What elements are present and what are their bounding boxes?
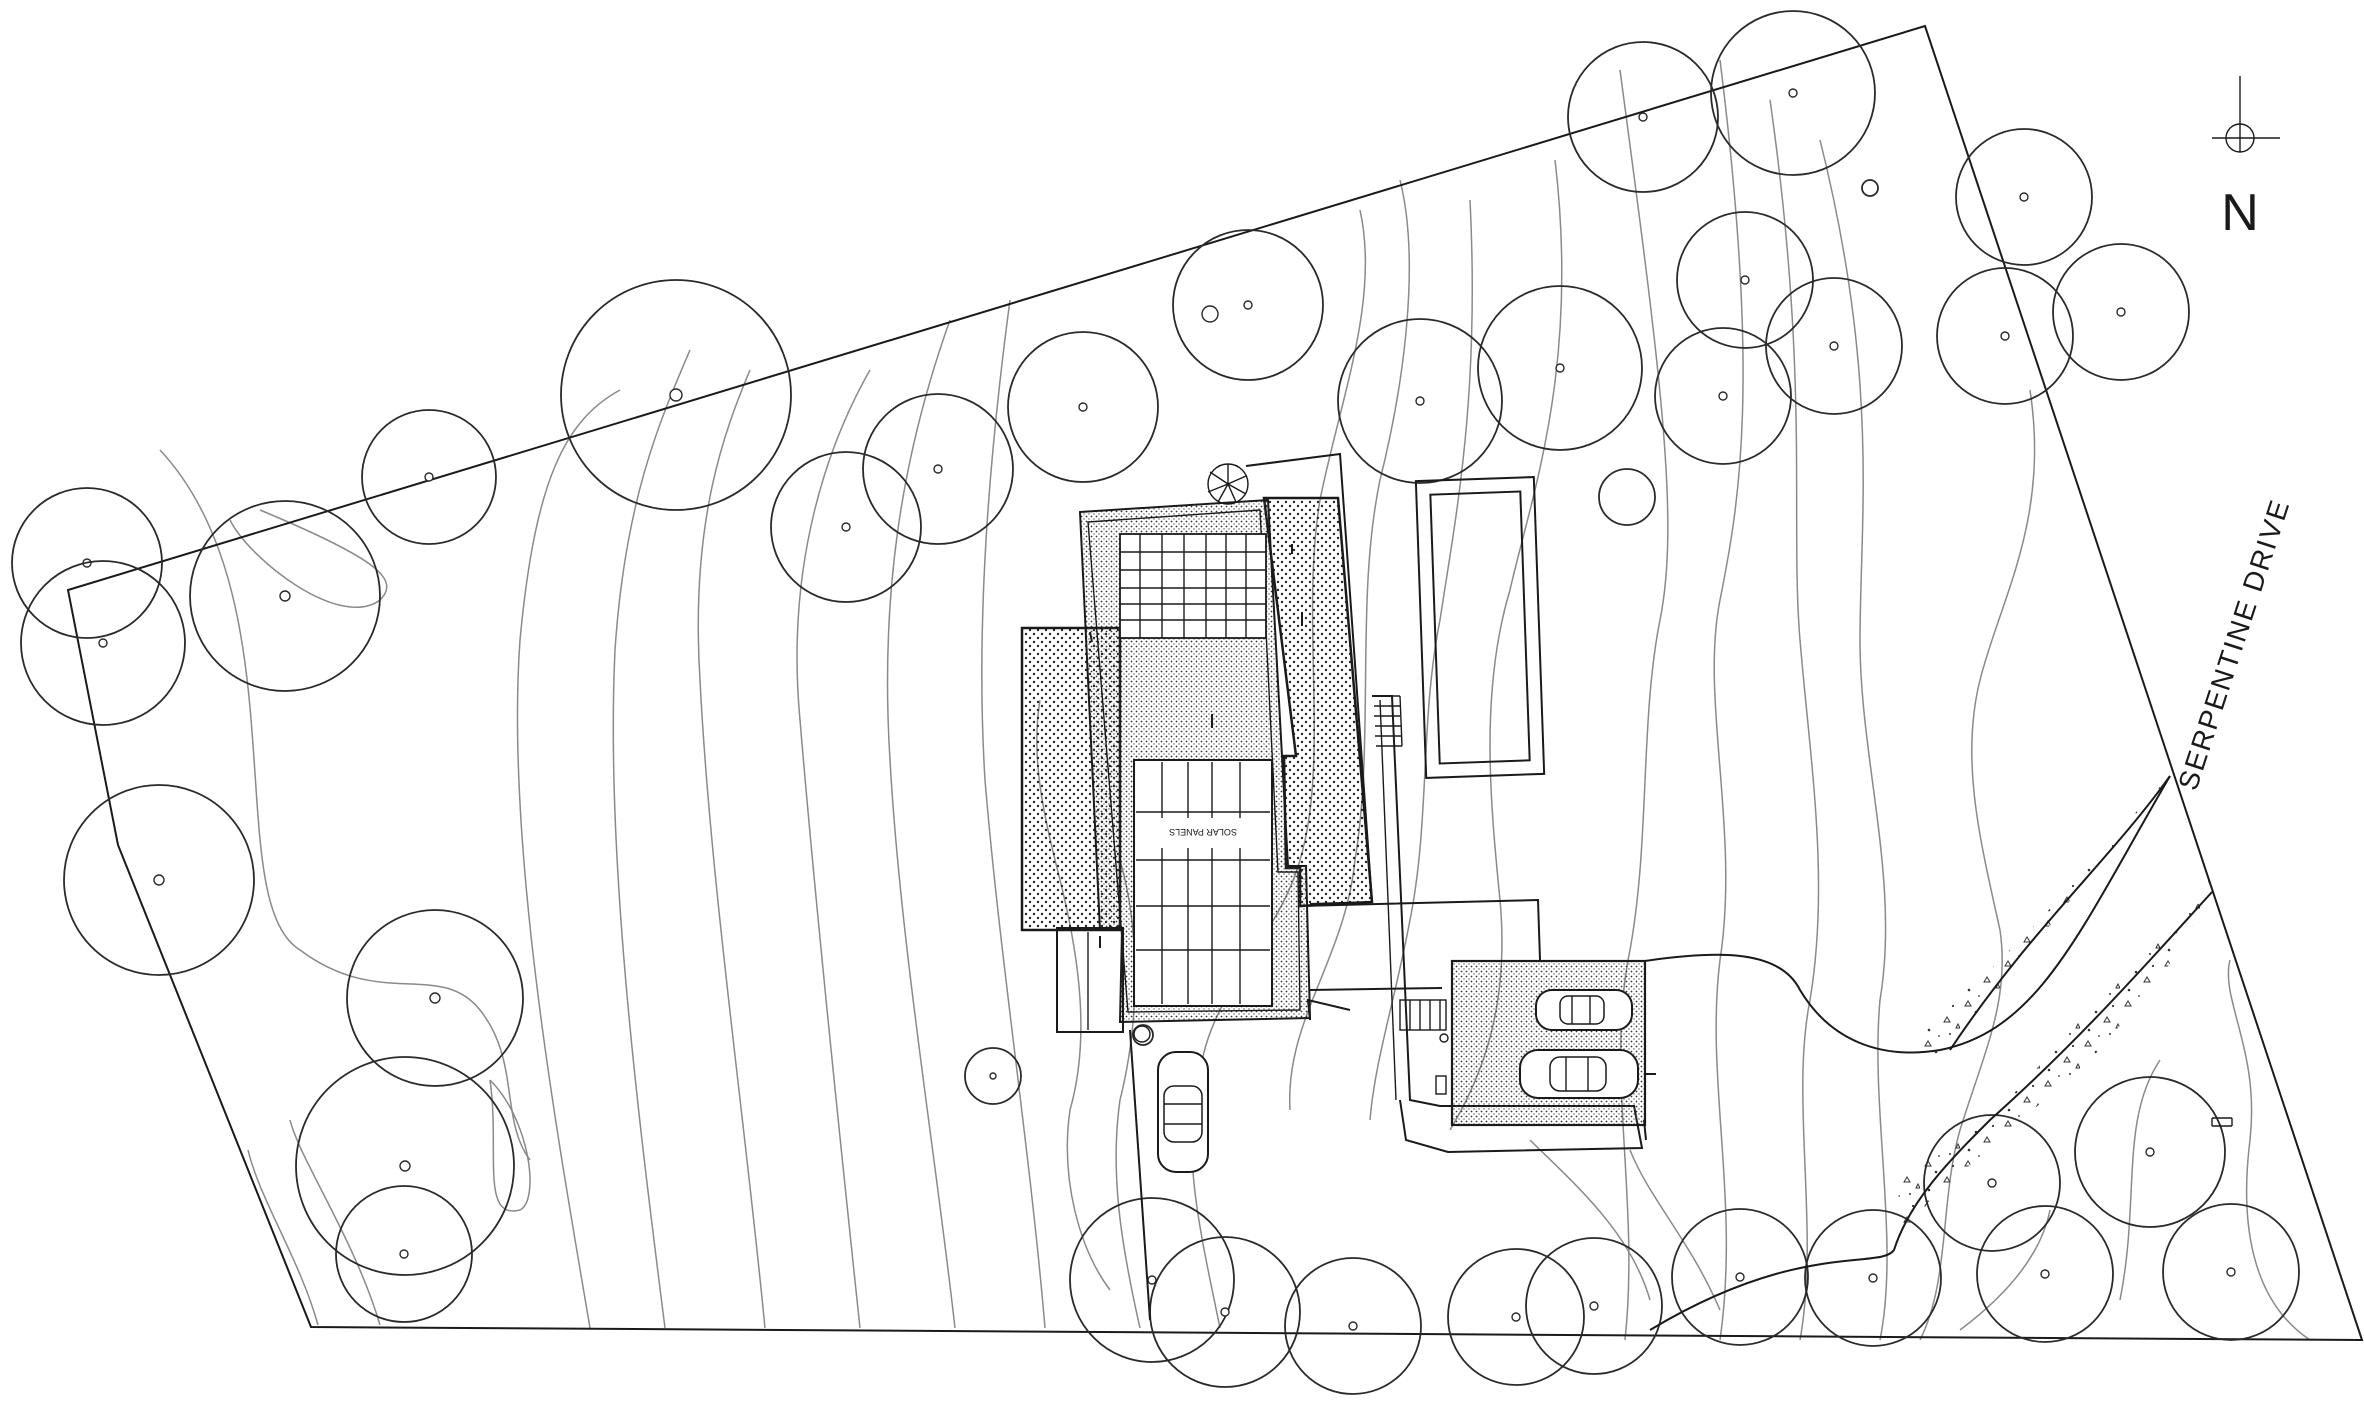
tree <box>1955 128 2093 266</box>
tree <box>1710 10 1876 176</box>
tree <box>1804 1209 1942 1347</box>
tree <box>2162 1203 2300 1341</box>
tree <box>1567 41 1719 193</box>
house: SOLAR PANELS <box>1020 452 1374 1043</box>
tree <box>361 409 497 545</box>
swimming-pool <box>1414 475 1546 780</box>
north-arrow-letter: N <box>2221 184 2259 242</box>
terrace-steps <box>1372 695 1403 747</box>
tree <box>335 1185 473 1323</box>
street-label: SERPENTINE DRIVE <box>2172 495 2296 794</box>
gravel-driveway <box>1894 776 2212 1250</box>
tree <box>1676 211 1814 349</box>
shrub <box>1598 468 1656 526</box>
tree <box>1671 1208 1809 1346</box>
tree <box>1936 267 2074 405</box>
solar-panels-label: SOLAR PANELS <box>1169 827 1237 837</box>
tree <box>1172 229 1324 381</box>
north-arrow-icon: N <box>2212 76 2280 242</box>
tree <box>1525 1237 1663 1375</box>
tree <box>346 909 524 1087</box>
tree <box>1007 331 1159 483</box>
tree <box>560 279 792 511</box>
tree <box>1477 285 1643 451</box>
tree <box>862 393 1014 545</box>
tree <box>770 451 922 603</box>
tree <box>1337 318 1503 484</box>
roof-deck-grid <box>1119 533 1267 639</box>
spiral-stair <box>1207 463 1249 505</box>
tree <box>1976 1205 2114 1343</box>
shrub <box>1132 1024 1154 1046</box>
solar-panels: SOLAR PANELS <box>1133 759 1273 1007</box>
garage-pad <box>1450 959 1656 1127</box>
tree <box>1654 327 1792 465</box>
tree <box>1149 1236 1301 1388</box>
garage-steps <box>1399 999 1449 1095</box>
tree <box>63 784 255 976</box>
property-boundary <box>66 24 2364 1342</box>
tree <box>189 500 381 692</box>
trees <box>11 10 2300 1395</box>
tree <box>1447 1248 1585 1386</box>
tree <box>1765 277 1903 415</box>
car <box>1535 989 1633 1031</box>
tree <box>2052 243 2190 381</box>
car <box>1519 1049 1639 1099</box>
driveway <box>1129 775 2233 1331</box>
tree <box>964 1047 1022 1105</box>
car <box>1157 1051 1209 1173</box>
tree <box>20 560 186 726</box>
tree <box>295 1056 515 1276</box>
tree <box>1284 1257 1422 1395</box>
tree <box>2074 1076 2226 1228</box>
shrub <box>1861 179 1879 197</box>
